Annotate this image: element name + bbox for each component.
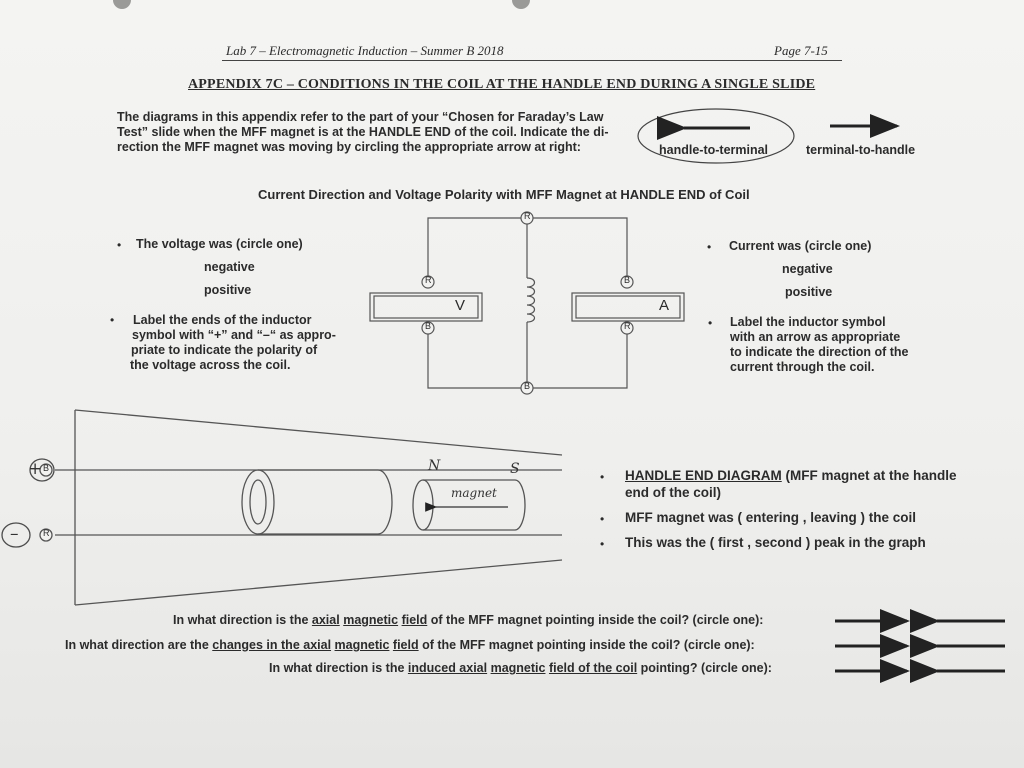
question-underlined: magnetic: [343, 613, 399, 627]
handle-diagram-title: HANDLE END DIAGRAM (MFF magnet at the ha…: [625, 468, 957, 483]
node-label: B: [624, 275, 631, 285]
bullet-dot: •: [600, 537, 605, 551]
pole-n-label: N: [428, 458, 441, 474]
terminal-r-icon: [520, 211, 534, 225]
coil-handle-diagram: [1, 409, 563, 606]
terminal-r-icon: [421, 275, 435, 289]
inductor-instruction-2: with an arrow as appropriate: [730, 330, 901, 344]
label-instruction-1: Label the ends of the inductor: [133, 313, 312, 327]
ammeter-label: A: [659, 297, 670, 314]
magnet-end: [412, 479, 434, 531]
bullet-dot: •: [110, 313, 115, 327]
question-axial-field: In what direction is the axial magnetic …: [173, 613, 763, 627]
coil-tube-hole: [249, 479, 267, 525]
question-text: In what direction are the: [65, 638, 213, 652]
question-text: of the MFF magnet pointing inside the co…: [418, 638, 755, 652]
intro-line-3: rection the MFF magnet was moving by cir…: [117, 140, 581, 154]
voltage-question: The voltage was (circle one): [136, 237, 303, 251]
bullet-dot: •: [117, 238, 122, 252]
question-underlined: induced axial: [407, 661, 488, 675]
bullet-dot: •: [600, 470, 605, 484]
option-handle-to-terminal[interactable]: handle-to-terminal: [659, 143, 769, 157]
coil-tube-end: [241, 469, 275, 535]
question-induced-field: In what direction is the induced axial m…: [269, 661, 772, 675]
current-option-positive[interactable]: positive: [785, 285, 833, 299]
handle-outline: [74, 559, 563, 606]
node-label: B: [425, 321, 432, 331]
hand-drawn-circle: [637, 108, 795, 164]
header-left: Lab 7 – Electromagnetic Induction – Summ…: [226, 43, 504, 58]
magnet-body: [423, 479, 526, 531]
bullet-dot: •: [600, 512, 605, 526]
question-changes-field: In what direction are the changes in the…: [65, 638, 755, 652]
terminal-b-icon: [39, 463, 53, 477]
handwritten-magnet-note: magnet: [451, 486, 497, 500]
current-option-negative[interactable]: negative: [782, 262, 833, 276]
inductor-instruction-1: Label the inductor symbol: [730, 315, 886, 329]
binder-hole: [512, 0, 530, 9]
handle-diagram-title-underlined: HANDLE END DIAGRAM: [625, 468, 782, 483]
handle-diagram-title-rest: (MFF magnet at the handle: [781, 468, 957, 483]
binder-hole: [113, 0, 131, 9]
inductor-instruction-3: to indicate the direction of the: [730, 345, 909, 359]
terminal-r-icon: [620, 321, 634, 335]
terminal-b-icon: [620, 275, 634, 289]
terminal-b-icon: [421, 321, 435, 335]
inductor-coil-icon: [526, 277, 536, 323]
hand-drawn-circle: [1, 522, 31, 548]
node-label: R: [425, 275, 432, 285]
voltage-option-positive[interactable]: positive: [204, 283, 252, 297]
node-label: R: [624, 321, 631, 331]
inductor-instruction-4: current through the coil.: [730, 360, 875, 374]
section-subtitle: Current Direction and Voltage Polarity w…: [258, 187, 750, 202]
current-question: Current was (circle one): [729, 239, 872, 253]
intro-line-2: Test” slide when the MFF magnet is at th…: [117, 125, 609, 139]
question-underlined: field of the coil: [548, 661, 638, 675]
terminal-r-icon: [39, 528, 53, 542]
handle-outline: [74, 409, 563, 456]
question-underlined: changes in the axial: [212, 638, 332, 652]
voltmeter-label: V: [455, 297, 466, 314]
circuit-diagram: [369, 211, 685, 395]
voltmeter-box-inner: [373, 295, 479, 319]
question-text: pointing? (circle one):: [637, 661, 772, 675]
node-label: B: [524, 381, 531, 391]
voltage-option-negative[interactable]: negative: [204, 260, 255, 274]
terminal-b-icon: [520, 381, 534, 395]
terminal-label: B: [43, 463, 50, 473]
node-label: R: [524, 211, 531, 221]
bullet-dot: •: [708, 316, 713, 330]
question-text: In what direction is the: [269, 661, 408, 675]
peak-question[interactable]: This was the ( first , second ) peak in …: [625, 535, 926, 550]
ammeter-box: [571, 292, 685, 322]
coil-tube: [258, 469, 393, 535]
handwritten-minus: –: [10, 524, 19, 544]
handwritten-plus: +: [28, 459, 43, 479]
terminal-label: R: [43, 528, 50, 538]
voltmeter-box: [369, 292, 483, 322]
option-terminal-to-handle[interactable]: terminal-to-handle: [806, 143, 916, 157]
question-text: In what direction is the: [173, 613, 312, 627]
page-title: APPENDIX 7C – CONDITIONS IN THE COIL AT …: [188, 77, 816, 92]
question-text: of the MFF magnet pointing inside the co…: [427, 613, 764, 627]
question-underlined: field: [401, 613, 428, 627]
entering-leaving-question[interactable]: MFF magnet was ( entering , leaving ) th…: [625, 510, 917, 525]
header-rule: [222, 60, 842, 61]
question-underlined: magnetic: [334, 638, 390, 652]
pole-s-label: S: [510, 461, 520, 477]
handle-diagram-title-line2: end of the coil): [625, 485, 721, 500]
label-instruction-3: priate to indicate the polarity of: [131, 343, 318, 357]
header-right: Page 7-15: [774, 43, 828, 58]
question-underlined: magnetic: [490, 661, 546, 675]
ammeter-box-inner: [575, 295, 681, 319]
bullet-dot: •: [707, 240, 712, 254]
intro-line-1: The diagrams in this appendix refer to t…: [117, 110, 604, 124]
label-instruction-2: symbol with “+” and “–“ as appro-: [132, 328, 336, 342]
question-underlined: axial: [311, 613, 340, 627]
label-instruction-4: the voltage across the coil.: [130, 358, 291, 372]
question-underlined: field: [392, 638, 419, 652]
hand-drawn-circle: [29, 458, 55, 482]
